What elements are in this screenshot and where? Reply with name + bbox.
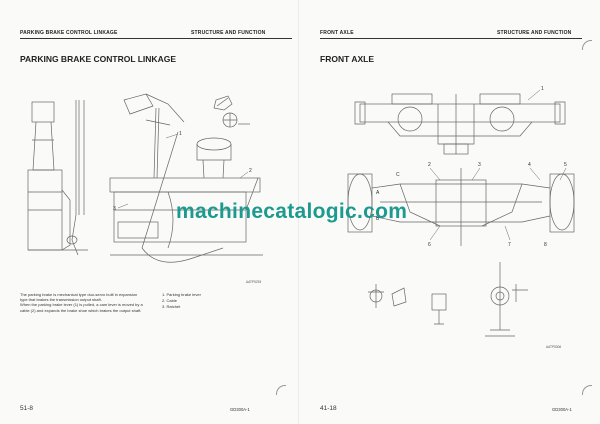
- legend-item: 2. Cable: [162, 298, 177, 303]
- callout-label-5: 5: [564, 162, 567, 168]
- callout-label-c: C: [396, 172, 400, 178]
- right-header-section: FRONT AXLE: [320, 30, 354, 36]
- left-model-number: GD300A-1: [230, 407, 250, 412]
- callout-label-2: 2: [428, 162, 431, 168]
- callout-label-3: 3: [113, 206, 116, 212]
- binding-mark: [582, 385, 592, 395]
- right-figure-code: AATP5306: [546, 345, 562, 349]
- right-page-number: 41-18: [320, 405, 337, 412]
- left-page-title: PARKING BRAKE CONTROL LINKAGE: [20, 54, 176, 64]
- callout-label-1: 1: [541, 86, 544, 92]
- front-axle-diagram: 1 2 3 4 5 6 7 8 A B C: [347, 86, 575, 337]
- callout-label-6: 6: [428, 242, 431, 248]
- legend-item: 3. Ratchet: [162, 304, 181, 309]
- binding-mark: [276, 385, 286, 395]
- callout-label-4: 4: [528, 162, 531, 168]
- left-page: PARKING BRAKE CONTROL LINKAGE STRUCTURE …: [20, 30, 292, 412]
- legend-list: 1. Parking brake lever 2. Cable 3. Ratch…: [162, 292, 201, 310]
- right-page: FRONT AXLE STRUCTURE AND FUNCTION FRONT …: [300, 0, 600, 424]
- binding-mark: [582, 40, 592, 50]
- description-paragraph-1: The parking brake is mechanical type duo…: [20, 292, 138, 303]
- left-figure-code: AATP5293: [246, 280, 262, 284]
- left-header-rule: [20, 38, 292, 39]
- callout-label-a: A: [376, 190, 380, 196]
- right-page-title: FRONT AXLE: [320, 54, 374, 64]
- left-description: The parking brake is mechanical type duo…: [20, 292, 145, 313]
- left-header-section: PARKING BRAKE CONTROL LINKAGE: [20, 30, 118, 36]
- left-header-chapter: STRUCTURE AND FUNCTION: [191, 30, 266, 36]
- description-paragraph-2: When the parking brake lever (1) is pull…: [20, 302, 143, 313]
- right-model-number: GD300A-1: [552, 407, 572, 412]
- watermark: machinecatalogic.com: [176, 200, 408, 223]
- callout-label-7: 7: [508, 242, 511, 248]
- callout-label-b: B: [376, 216, 380, 222]
- callout-label-2: 2: [249, 168, 252, 174]
- callout-label-1: 1: [179, 131, 182, 137]
- left-page-number: 51-8: [20, 405, 34, 412]
- right-header-rule: [320, 38, 582, 39]
- callout-label-3: 3: [478, 162, 481, 168]
- right-header-chapter: STRUCTURE AND FUNCTION: [497, 30, 572, 36]
- callout-label-8: 8: [544, 242, 547, 248]
- parking-brake-diagram: 1 2 3: [27, 93, 263, 263]
- legend-item: 1. Parking brake lever: [162, 292, 201, 297]
